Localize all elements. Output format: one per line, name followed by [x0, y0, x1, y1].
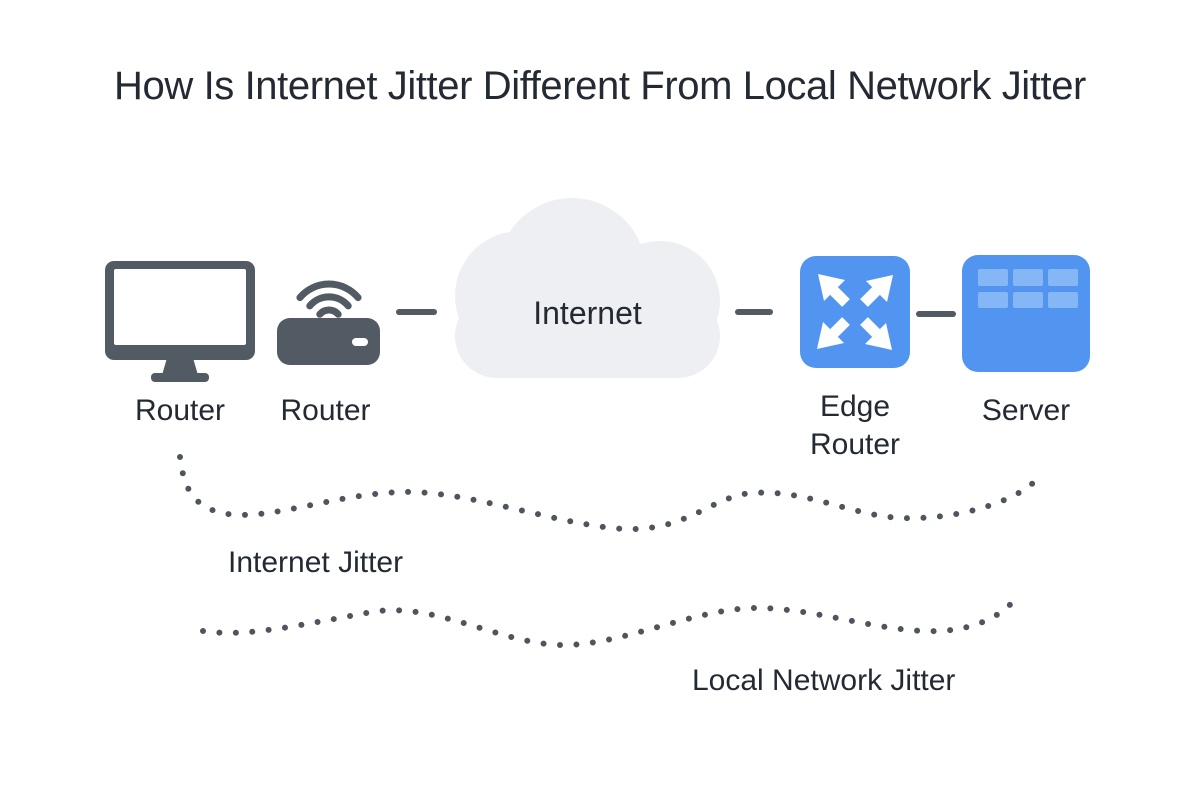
- connector-dash-cloud-edge: [735, 309, 773, 315]
- page-title: How Is Internet Jitter Different From Lo…: [114, 64, 1086, 108]
- wifi-router-label: Router: [280, 394, 371, 427]
- local-network-jitter-dotted-path: [200, 595, 1019, 649]
- edge-router-label: Edge Router: [809, 390, 901, 461]
- wifi-arc-outer: [296, 280, 362, 302]
- monitor-stand: [162, 358, 198, 375]
- monitor-screen: [114, 269, 246, 345]
- internet-jitter-label: Internet Jitter: [228, 546, 404, 579]
- crossed-arrows-icon: [800, 256, 910, 368]
- computer-label: Router: [134, 394, 226, 427]
- wifi-router-icon: [277, 280, 380, 365]
- cloud-icon: [455, 198, 720, 378]
- local-network-jitter-label: Local Network Jitter: [692, 664, 956, 697]
- wifi-arc-middle: [306, 293, 352, 310]
- monitor-icon: [105, 261, 255, 382]
- router-led: [352, 338, 368, 346]
- connector-dash-router-cloud: [396, 309, 437, 315]
- internet-label: Internet: [533, 295, 642, 331]
- connector-dash-edge-server: [916, 311, 956, 317]
- outward-arrows: [817, 274, 893, 350]
- server-slots: [978, 269, 1078, 308]
- internet-jitter-dotted-path: [177, 454, 1040, 533]
- router-box: [277, 318, 380, 365]
- server-label: Server: [981, 394, 1071, 427]
- monitor-base: [151, 373, 209, 382]
- wifi-arc-inner: [316, 306, 342, 318]
- server-rack-icon: [962, 255, 1090, 372]
- cloud-body: [455, 294, 720, 378]
